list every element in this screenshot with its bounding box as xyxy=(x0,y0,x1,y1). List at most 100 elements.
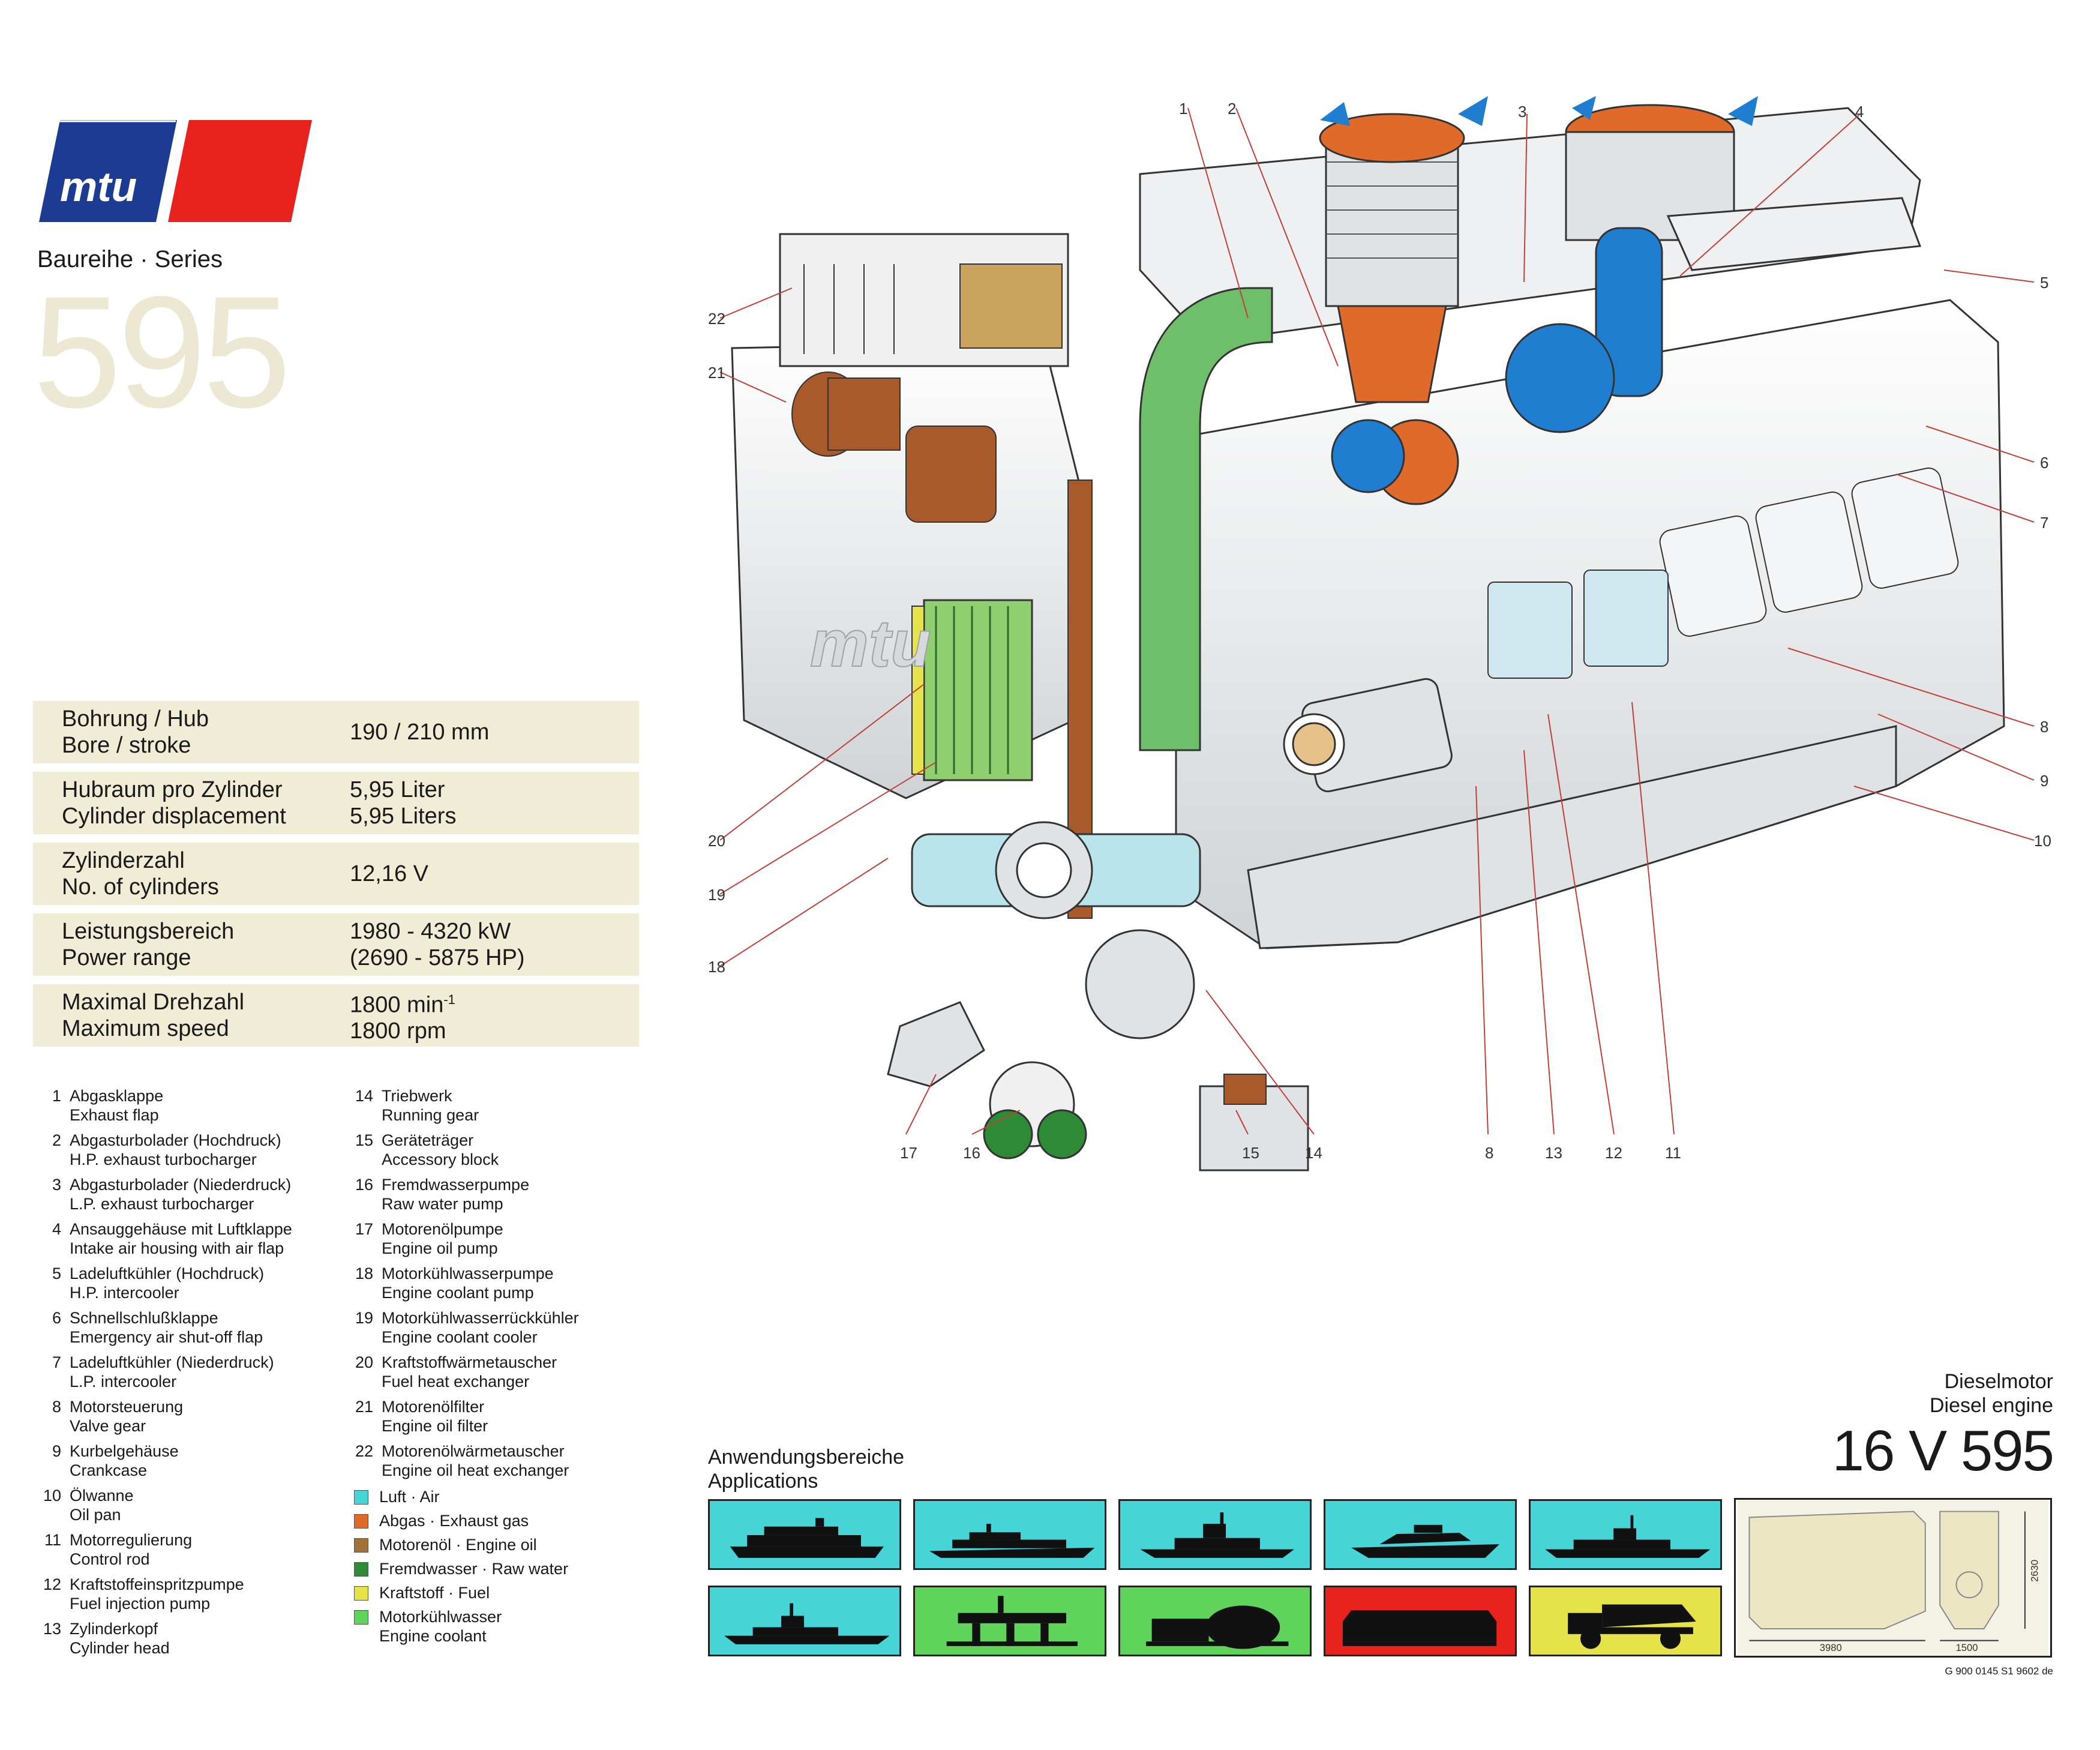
raw-water-pump-shape xyxy=(983,1061,1087,1159)
applications-grid xyxy=(708,1499,1722,1659)
spec-row: Bohrung / Hub Bore / stroke 190 / 210 mm xyxy=(33,701,639,763)
callout-17: 17 xyxy=(900,1144,917,1162)
callout-8b: 8 xyxy=(1485,1144,1493,1162)
component-number: 17 xyxy=(355,1220,373,1238)
applications-title-en: Applications xyxy=(708,1470,818,1493)
engine-type-label: Dieselmotor Diesel engine xyxy=(1930,1370,2053,1418)
component-text: Ladeluftkühler (Hochdruck) H.P. intercoo… xyxy=(70,1264,264,1308)
application-tile xyxy=(1324,1586,1517,1656)
spec-label-en: Cylinder displacement xyxy=(62,804,286,829)
spec-value-1: 5,95 Liter xyxy=(350,777,639,803)
component-name-de: Ölwanne xyxy=(70,1487,134,1505)
applications-title: Anwendungsbereiche Applications xyxy=(708,1445,904,1493)
component-text: Ölwanne Oil pan xyxy=(70,1486,134,1530)
component-name-en: L.P. intercooler xyxy=(70,1373,177,1391)
component-name-de: Kraftstoffeinspritzpumpe xyxy=(70,1575,244,1593)
component-name-de: Schnellschlußklappe xyxy=(70,1309,218,1327)
component-name-de: Abgasklappe xyxy=(70,1087,164,1105)
component-number: 20 xyxy=(355,1353,373,1371)
callout-2: 2 xyxy=(1228,100,1236,118)
application-tile xyxy=(1118,1586,1312,1656)
component-name-en: H.P. intercooler xyxy=(70,1284,179,1302)
fluid-name-de: Motorenöl · Engine oil xyxy=(379,1536,537,1554)
component-name-de: Fremdwasserpumpe xyxy=(382,1176,530,1194)
component-text: Motorenölwärmetauscher Engine oil heat e… xyxy=(382,1442,569,1486)
callout-14: 14 xyxy=(1305,1144,1322,1162)
callout-5: 5 xyxy=(2040,274,2048,292)
component-number: 7 xyxy=(52,1353,61,1371)
component-text: Kraftstoffwärmetauscher Fuel heat exchan… xyxy=(382,1353,557,1397)
spec-label-de: Zylinderzahl xyxy=(62,848,185,873)
spec-label-en: No. of cylinders xyxy=(62,874,219,900)
callout-4: 4 xyxy=(1855,103,1864,121)
spec-value-sup: -1 xyxy=(443,991,455,1007)
logo-text: mtu xyxy=(60,163,137,210)
dimensions-drawing: 3980 1500 2630 xyxy=(1734,1498,2052,1658)
callout-20: 20 xyxy=(708,832,725,850)
component-name-de: Motorenölpumpe xyxy=(382,1220,503,1238)
spec-label-en: Power range xyxy=(62,945,191,970)
component-name-en: Control rod xyxy=(70,1550,150,1568)
component-text: Triebwerk Running gear xyxy=(382,1086,479,1131)
fluid-key-item: Kraftstoff · Fuel xyxy=(354,1583,568,1607)
component-name-de: Motorkühlwasserpumpe xyxy=(382,1264,554,1282)
callout-3: 3 xyxy=(1518,103,1526,121)
spec-value-1: 12,16 V xyxy=(350,861,639,887)
component-number: 2 xyxy=(52,1131,61,1149)
spec-value: 190 / 210 mm xyxy=(350,719,639,745)
component-name-en: Fuel heat exchanger xyxy=(382,1373,530,1391)
air-flow-arrows xyxy=(1320,96,1758,126)
generator-set-icon xyxy=(1146,1605,1289,1649)
application-tile xyxy=(1529,1586,1722,1656)
fluid-key-item: Fremdwasser · Raw water xyxy=(354,1559,568,1583)
fluid-color-key: Luft · Air Abgas · Exhaust gas Motorenöl… xyxy=(354,1487,568,1650)
mtu-logo: mtu xyxy=(39,120,312,222)
callout-11: 11 xyxy=(1665,1144,1681,1162)
cylinder-liner-shape xyxy=(1283,678,1453,793)
component-text: Geräteträger Accessory block xyxy=(382,1131,499,1175)
fluid-key-item: Luft · Air xyxy=(354,1487,568,1511)
callout-1: 1 xyxy=(1179,100,1187,118)
spec-value-1: 190 / 210 mm xyxy=(350,719,639,745)
dimension-height: 2630 xyxy=(2029,1560,2040,1582)
engine-cutaway-drawing: mtu xyxy=(708,96,2051,1171)
callout-18: 18 xyxy=(708,958,725,976)
fast-ferry-icon xyxy=(929,1523,1095,1558)
callout-10: 10 xyxy=(2034,832,2051,850)
oil-pump-shape xyxy=(887,1001,985,1087)
fluid-color-swatch xyxy=(354,1514,368,1529)
component-legend-item: 13 Zylinderkopf Cylinder head xyxy=(36,1619,348,1664)
offshore-platform-icon xyxy=(946,1596,1078,1646)
component-legend-item: 10 Ölwanne Oil pan xyxy=(36,1486,348,1530)
fluid-color-swatch xyxy=(354,1586,368,1601)
component-number: 3 xyxy=(52,1176,61,1194)
component-name-en: Engine coolant pump xyxy=(382,1284,534,1302)
component-name-en: Engine oil heat exchanger xyxy=(382,1461,569,1479)
frigate-icon xyxy=(1545,1515,1711,1558)
fluid-text: Kraftstoff · Fuel xyxy=(379,1583,490,1602)
component-number: 1 xyxy=(52,1087,61,1105)
spec-value: 1800 min-1 1800 rpm xyxy=(350,987,639,1045)
engine-type-en: Diesel engine xyxy=(1929,1394,2053,1417)
component-name-en: Raw water pump xyxy=(382,1195,503,1213)
spec-value-1-text: 190 / 210 mm xyxy=(350,720,490,745)
callout-16: 16 xyxy=(963,1144,980,1162)
component-name-de: Motorenölwärmetauscher xyxy=(382,1442,565,1460)
application-tile xyxy=(913,1586,1106,1656)
component-name-de: Motorsteuerung xyxy=(70,1398,184,1416)
valve-gear-shape xyxy=(1487,570,1669,679)
component-legend-item: 11 Motorregulierung Control rod xyxy=(36,1530,348,1575)
component-text: Motorkühlwasserrückkühler Engine coolant… xyxy=(382,1308,579,1353)
patrol-ship-icon xyxy=(1140,1512,1294,1558)
fluid-color-swatch xyxy=(354,1610,368,1625)
running-gear-shape xyxy=(911,821,1201,1039)
component-legend-item: 22 Motorenölwärmetauscher Engine oil hea… xyxy=(348,1442,660,1486)
spec-value: 5,95 Liter 5,95 Liters xyxy=(350,777,639,829)
component-name-en: Crankcase xyxy=(70,1461,148,1479)
component-text: Ladeluftkühler (Niederdruck) L.P. interc… xyxy=(70,1353,274,1397)
spec-value-1-text: 12,16 V xyxy=(350,861,428,886)
spec-row: Maximal Drehzahl Maximum speed 1800 min-… xyxy=(33,984,639,1047)
fluid-name-de: Luft · Air xyxy=(379,1488,440,1506)
component-number: 11 xyxy=(44,1531,61,1549)
